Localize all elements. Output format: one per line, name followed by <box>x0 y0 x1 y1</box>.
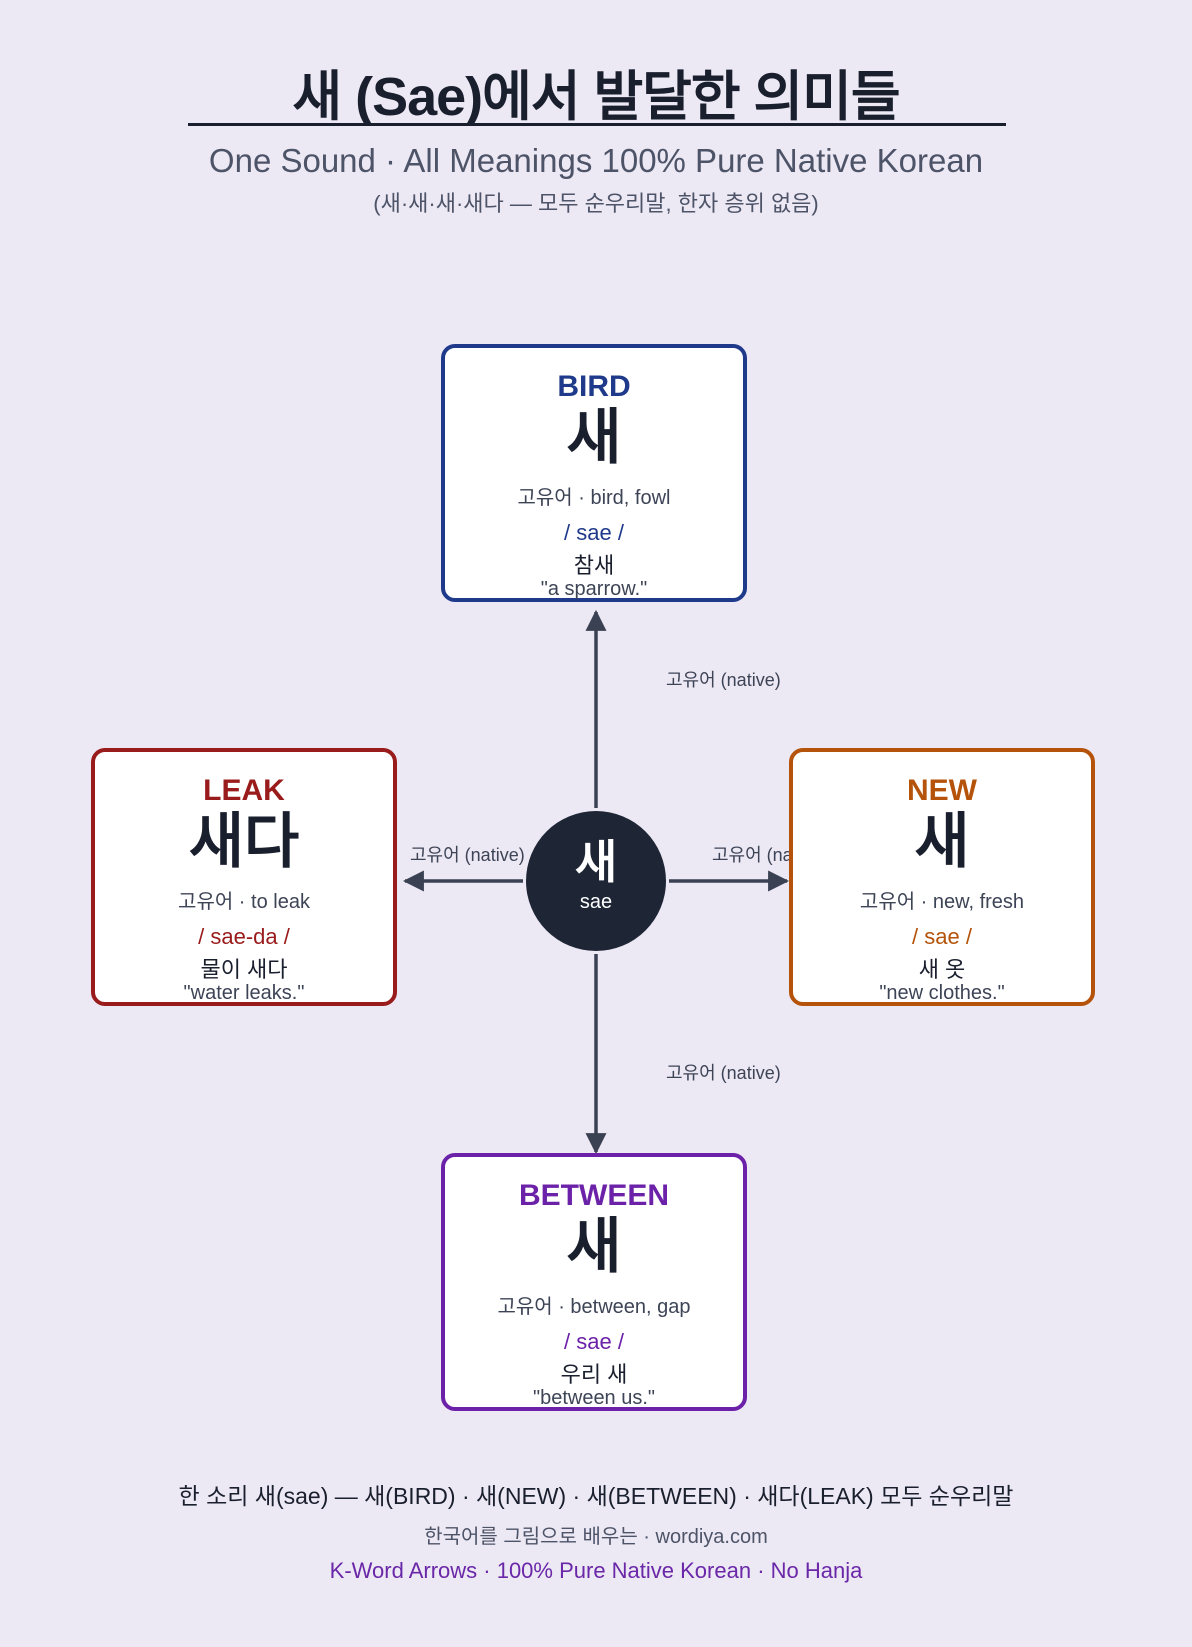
card-example: 새 옷 <box>918 957 966 982</box>
card-example: 참새 <box>573 553 615 578</box>
edge-label-up: 고유어 (native) <box>666 670 781 690</box>
card-pronunciation: / sae / <box>564 1329 624 1354</box>
card-pronunciation: / sae / <box>912 924 972 949</box>
card-translation: "new clothes." <box>879 982 1005 1004</box>
footer-tagline: K-Word Arrows · 100% Pure Native Korean … <box>329 1558 863 1583</box>
card-gloss: 고유어 · bird, fowl <box>517 487 671 509</box>
card-korean: 새다 <box>188 808 300 875</box>
center-romanization: sae <box>579 891 613 913</box>
card-translation: "a sparrow." <box>540 578 648 600</box>
edge-label-left: 고유어 (native) <box>410 845 525 865</box>
title-underline <box>188 123 1006 126</box>
card-english: NEW <box>907 774 977 807</box>
card-between: BETWEEN 새 고유어 · between, gap / sae / 우리 … <box>441 1153 747 1411</box>
page-subtitle: One Sound · All Meanings 100% Pure Nativ… <box>208 142 984 179</box>
card-gloss: 고유어 · new, fresh <box>859 891 1025 913</box>
card-korean: 새 <box>914 808 970 875</box>
card-pronunciation: / sae / <box>564 520 624 545</box>
page-title: 새 (Sae)에서 발달한 의미들 <box>292 67 900 127</box>
card-english: LEAK <box>203 774 285 807</box>
edge-label-down: 고유어 (native) <box>666 1063 781 1083</box>
card-leak: LEAK 새다 고유어 · to leak / sae-da / 물이 새다 "… <box>91 748 397 1006</box>
card-gloss: 고유어 · between, gap <box>497 1296 691 1318</box>
center-korean: 새 <box>574 836 618 888</box>
center-node: 새 sae <box>526 811 666 951</box>
card-example: 물이 새다 <box>200 957 288 982</box>
footer-site: 한국어를 그림으로 배우는 · wordiya.com <box>424 1526 768 1548</box>
card-translation: "between us." <box>532 1387 656 1409</box>
page-note: (새·새·새·새다 — 모두 순우리말, 한자 층위 없음) <box>373 191 819 216</box>
footer-summary: 한 소리 새(sae) — 새(BIRD) · 새(NEW) · 새(BETWE… <box>178 1483 1014 1509</box>
card-pronunciation: / sae-da / <box>198 924 290 949</box>
card-korean: 새 <box>566 404 622 471</box>
card-example: 우리 새 <box>560 1362 628 1387</box>
card-english: BIRD <box>557 370 631 403</box>
card-bird: BIRD 새 고유어 · bird, fowl / sae / 참새 "a sp… <box>441 344 747 602</box>
card-english: BETWEEN <box>519 1179 669 1212</box>
card-korean: 새 <box>566 1213 622 1280</box>
card-translation: "water leaks." <box>183 982 305 1004</box>
card-gloss: 고유어 · to leak <box>178 891 310 913</box>
card-new: NEW 새 고유어 · new, fresh / sae / 새 옷 "new … <box>789 748 1095 1006</box>
